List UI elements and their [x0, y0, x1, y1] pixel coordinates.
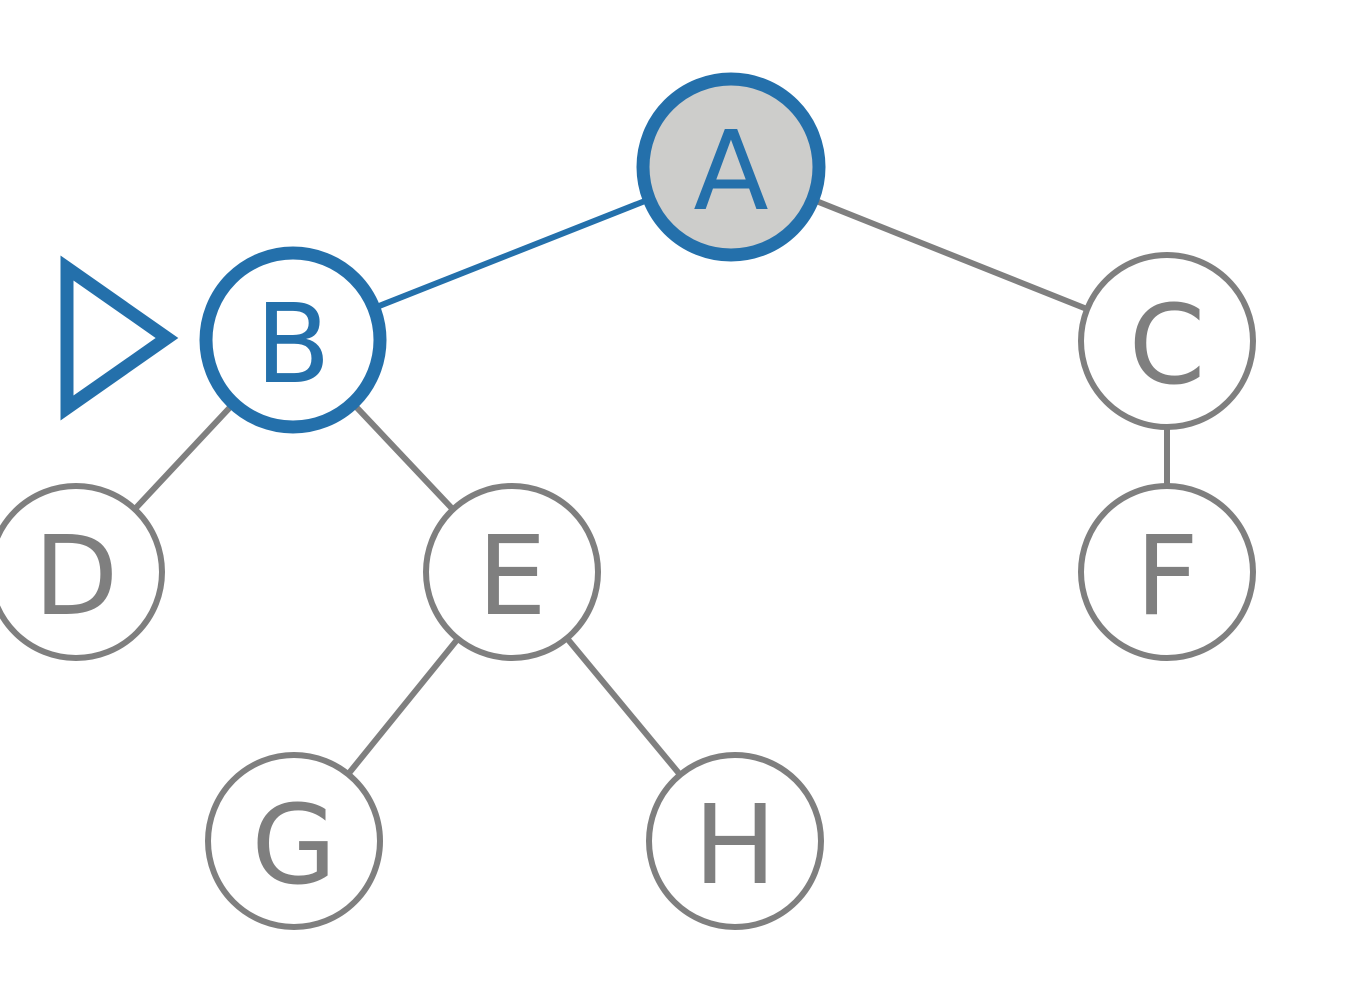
tree-node-a[interactable]: A	[636, 72, 826, 262]
tree-node-g[interactable]: G	[205, 752, 383, 930]
node-circle	[0, 483, 165, 661]
nodes-layer: A B C D E F G H	[0, 72, 1256, 930]
node-label: F	[1135, 512, 1198, 640]
node-label: H	[694, 781, 777, 909]
node-label: A	[693, 107, 768, 235]
tree-node-f[interactable]: F	[1078, 483, 1256, 661]
node-circle	[646, 752, 824, 930]
tree-node-d[interactable]: D	[0, 483, 165, 661]
tree-node-c[interactable]: C	[1078, 252, 1256, 430]
node-circle	[205, 752, 383, 930]
tree-node-b[interactable]: B	[199, 246, 387, 434]
node-label: E	[477, 512, 547, 640]
node-label: B	[255, 280, 330, 408]
tree-node-e[interactable]: E	[423, 483, 601, 661]
tree-node-h[interactable]: H	[646, 752, 824, 930]
node-circle	[1078, 483, 1256, 661]
node-label: C	[1129, 281, 1206, 409]
node-label: D	[34, 512, 119, 640]
triangle-right-icon	[60, 255, 179, 421]
node-circle	[423, 483, 601, 661]
node-circle	[199, 246, 387, 434]
node-label: G	[251, 781, 336, 909]
node-circle	[1078, 252, 1256, 430]
pointer-layer	[60, 255, 179, 421]
node-circle	[636, 72, 826, 262]
